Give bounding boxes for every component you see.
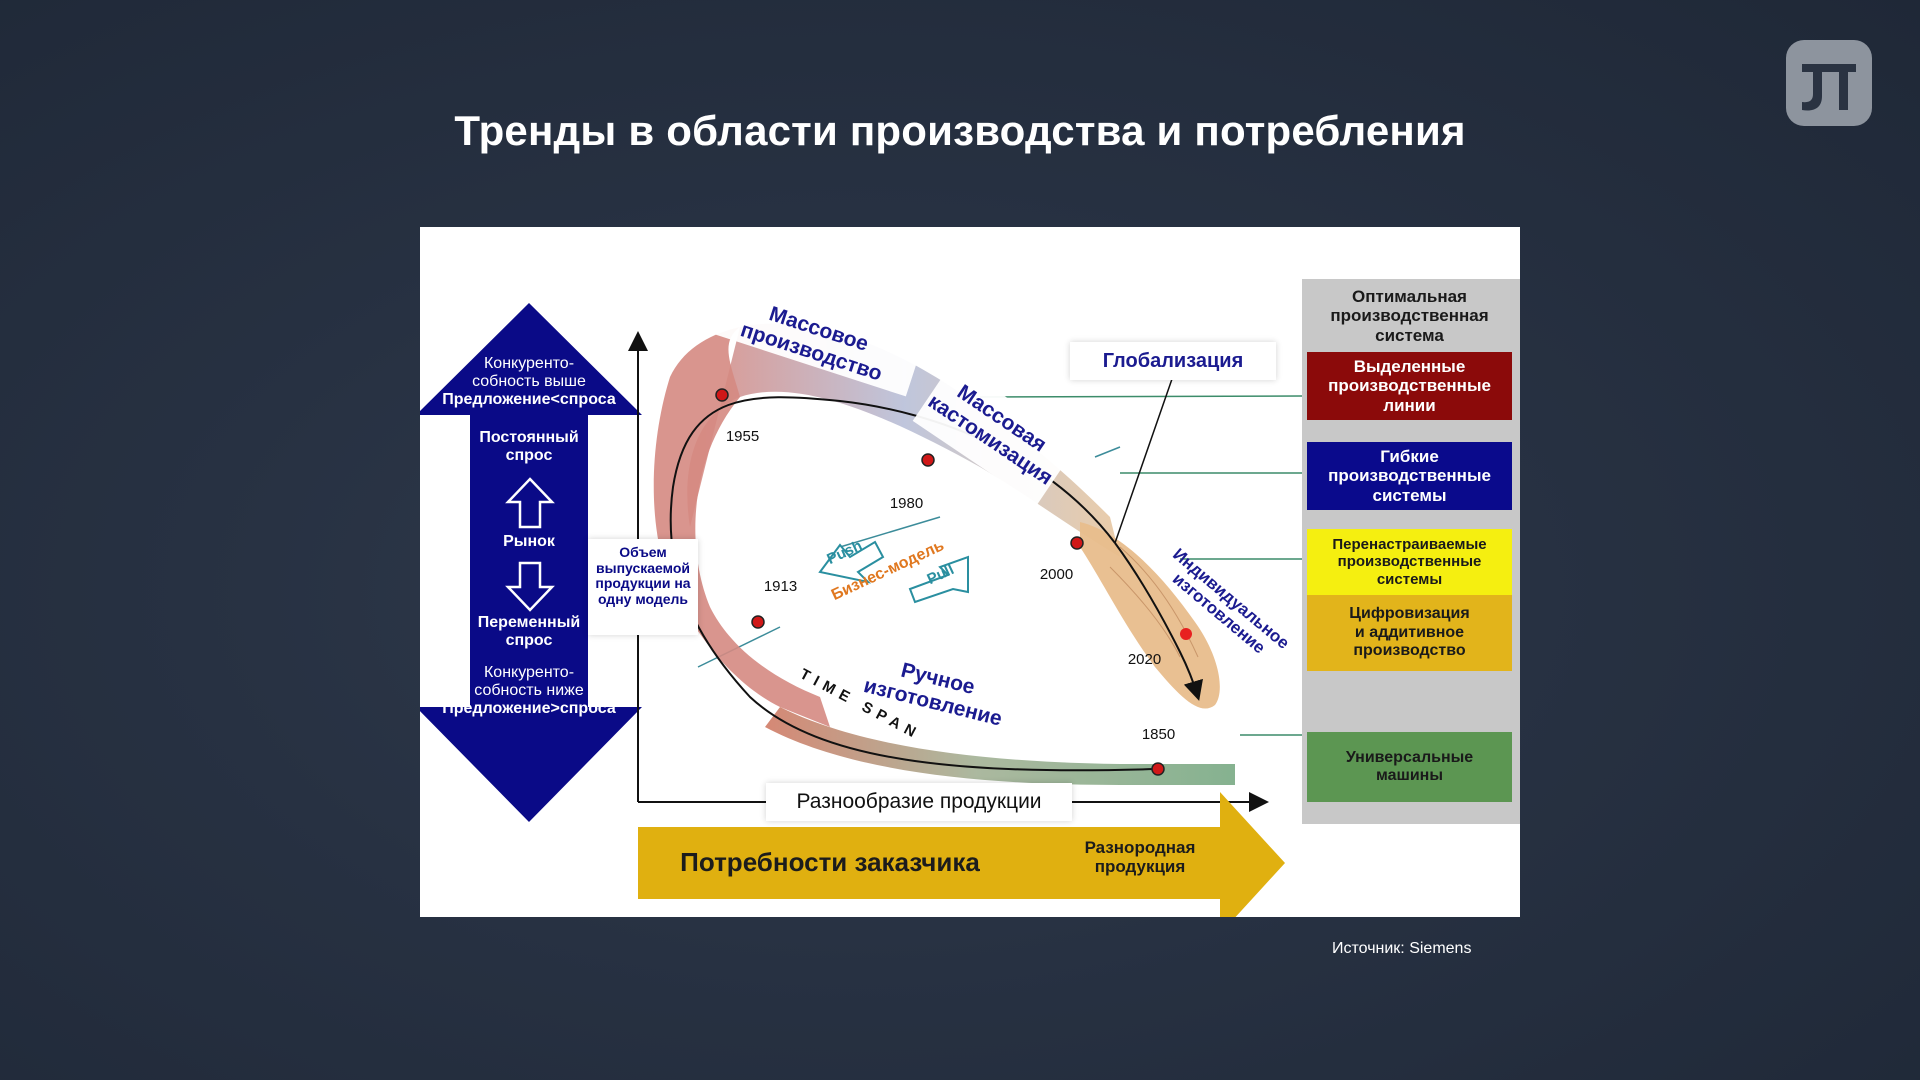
reconfigurable-systems-box: Перенастраиваемые производственные систе… (1307, 529, 1512, 595)
year-dot-1955 (715, 388, 729, 402)
universal-machines-box: Универсальные машины (1307, 732, 1512, 802)
heterogeneous-products-label: Разнородная продукция (1084, 838, 1196, 877)
source-caption: Источник: Siemens (1332, 940, 1472, 957)
year-2020: 2020 (1127, 651, 1162, 668)
constant-demand-label: Постоянный спрос (479, 429, 579, 464)
arrow-down-outline-icon (505, 561, 555, 612)
year-1955: 1955 (725, 428, 760, 445)
push-arrow-icon (818, 540, 885, 584)
optimal-system-header: Оптимальная производственная система (1330, 286, 1489, 345)
year-dot-2020 (1180, 628, 1192, 640)
competitiveness-high-label: Конкуренто- собность выше Предложение<сп… (442, 355, 616, 408)
year-dot-1913 (751, 615, 765, 629)
trend-band-bottom (765, 707, 1235, 785)
individual-blob (1080, 522, 1220, 709)
y-axis-label: Объем выпускаемой продукции на одну моде… (595, 544, 691, 608)
globalization-label: Глобализация (1102, 350, 1244, 372)
digitalization-box: Цифровизация и аддитивное производство (1307, 595, 1512, 671)
customer-needs-arrow (638, 792, 1285, 917)
year-dot-2000 (1070, 536, 1084, 550)
year-1913: 1913 (763, 578, 798, 595)
x-axis-label: Разнообразие продукции (796, 790, 1042, 813)
competitiveness-low-label: Конкуренто- собность ниже Предложение>сп… (442, 664, 616, 717)
year-dot-1980 (921, 453, 935, 467)
trend-band-upper (687, 323, 1120, 557)
pi-letter-logo (1786, 40, 1872, 126)
customer-needs-label: Потребности заказчика (680, 847, 980, 877)
year-dot-1850 (1151, 762, 1165, 776)
pull-arrow-icon (908, 555, 969, 604)
arrow-up-outline-icon (505, 477, 555, 529)
year-1980: 1980 (889, 495, 924, 512)
variable-demand-label: Переменный спрос (477, 614, 581, 649)
market-label: Рынок (503, 533, 555, 550)
dedicated-lines-box: Выделенные производственные линии (1307, 352, 1512, 420)
diagram-panel: Конкуренто- собность выше Предложение<сп… (420, 227, 1520, 917)
slide-title: Тренды в области производства и потребле… (454, 107, 1466, 154)
flexible-systems-box: Гибкие производственные системы (1307, 442, 1512, 510)
year-1850: 1850 (1141, 726, 1176, 743)
year-2000: 2000 (1039, 566, 1074, 583)
